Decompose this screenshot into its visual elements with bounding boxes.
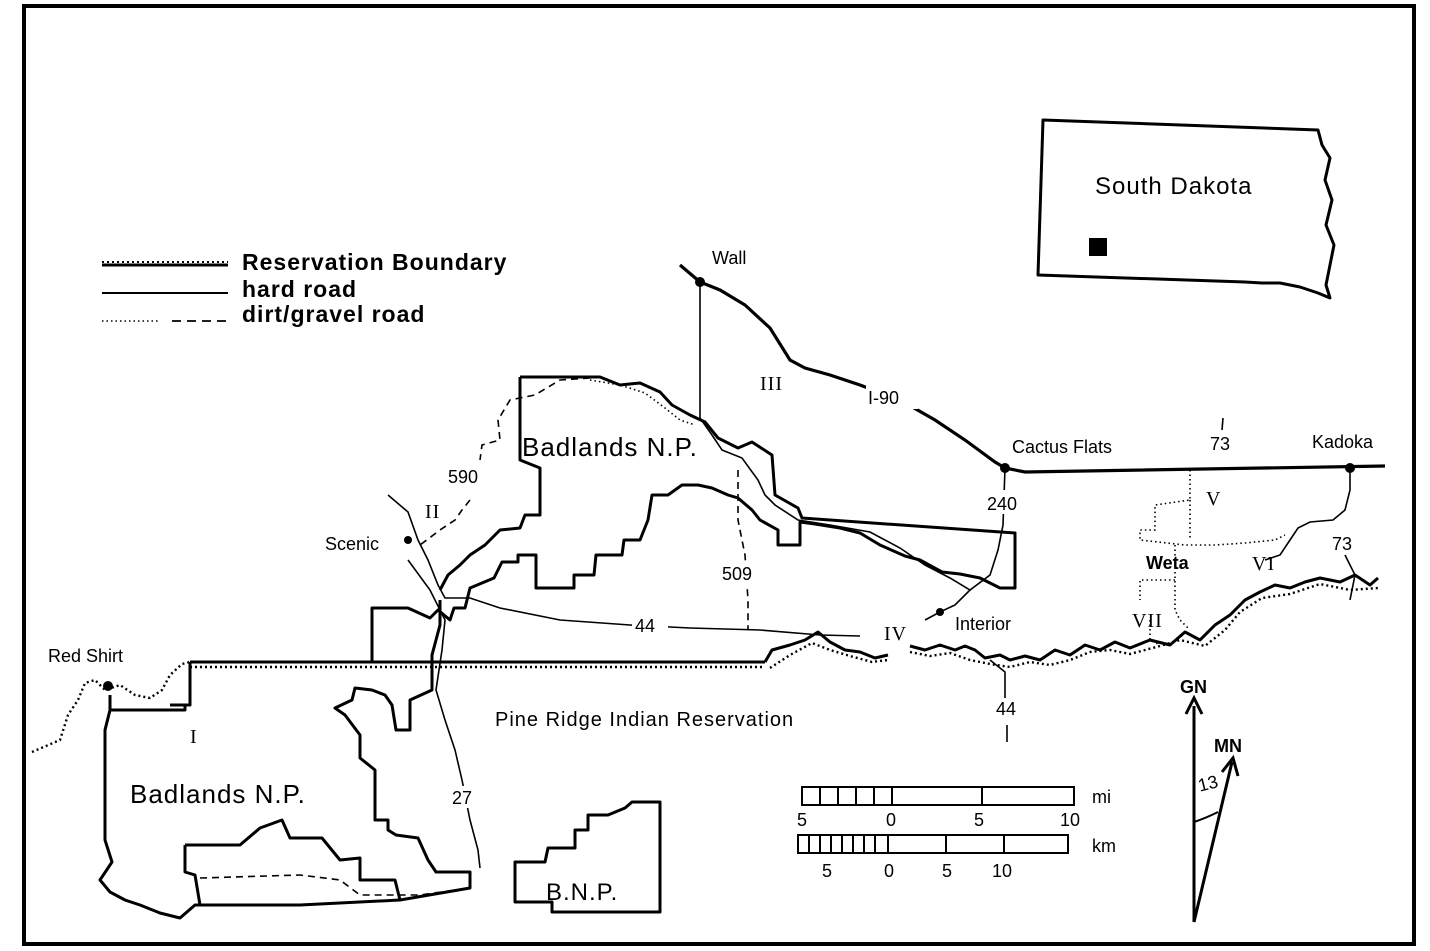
wall-dot — [695, 277, 705, 287]
legend-dirt-road-label: dirt/gravel road — [242, 301, 425, 327]
badlands-south-label: Badlands N.P. — [130, 779, 306, 809]
badlands-north-label: Badlands N.P. — [522, 432, 698, 462]
badlands-south-unit — [108, 695, 187, 712]
road-509-label: 509 — [722, 564, 752, 584]
kadoka-dot — [1345, 463, 1355, 473]
town-interior-label: Interior — [955, 614, 1011, 634]
town-wall-label: Wall — [712, 248, 746, 268]
site-iii-label: III — [760, 373, 783, 395]
legend: Reservation Boundary hard road dirt/grav… — [102, 249, 507, 327]
road-73-north-label: 73 — [1210, 434, 1230, 454]
red-shirt-dot — [103, 681, 113, 691]
road-44-west-label: 44 — [635, 616, 655, 636]
scale-km-unit: km — [1092, 836, 1116, 856]
site-iv-label: IV — [884, 623, 907, 645]
scale-mi-tick-1: 0 — [886, 810, 896, 830]
inset-state-label: South Dakota — [1095, 173, 1252, 200]
scale-mi-tick-0: 5 — [797, 810, 807, 830]
scale-km-tick-2: 5 — [942, 861, 952, 881]
bnp-small-label: B.N.P. — [546, 879, 618, 906]
route-27 — [407, 559, 481, 869]
north-arrow: GN MN 13 — [1180, 677, 1242, 923]
scale-km-tick-3: 10 — [992, 861, 1012, 881]
south-dakota-outline — [1036, 118, 1336, 300]
road-590-label: 590 — [448, 467, 478, 487]
site-v-label: V — [1206, 488, 1221, 510]
scale-mi-tick-3: 10 — [1060, 810, 1080, 830]
grid-north-arrowhead — [1184, 694, 1204, 715]
badlands-north-unit — [370, 375, 1017, 662]
town-kadoka-label: Kadoka — [1312, 432, 1374, 452]
site-vii-label: VII — [1132, 610, 1163, 632]
legend-hard-road-label: hard road — [242, 276, 357, 302]
road-27-label: 27 — [452, 788, 472, 808]
roads — [387, 263, 1386, 869]
town-scenic-label: Scenic — [325, 534, 379, 554]
road-44-south-label: 44 — [996, 699, 1016, 719]
road-i90-label: I-90 — [868, 388, 899, 408]
interior-dot — [936, 608, 944, 616]
site-labels: I II III IV V VI VII — [190, 373, 1275, 748]
cactus-flats-dot — [1000, 463, 1010, 473]
magnetic-north-arrowhead — [1220, 754, 1240, 777]
scale-km-tick-1: 0 — [884, 861, 894, 881]
site-i-label: I — [190, 726, 198, 748]
study-area-marker — [1089, 238, 1107, 256]
grid-north-label: GN — [1180, 677, 1207, 697]
town-red-shirt-label: Red Shirt — [48, 646, 123, 666]
site-vi-label: VI — [1252, 553, 1275, 575]
interstate-90 — [678, 263, 1386, 474]
pine-ridge-label: Pine Ridge Indian Reservation — [495, 709, 794, 731]
scale-mi-tick-2: 5 — [974, 810, 984, 830]
scale-bar: mi 5 0 5 10 km 5 0 5 10 — [797, 786, 1116, 881]
site-ii-label: II — [425, 501, 440, 523]
scale-mi-unit: mi — [1092, 787, 1111, 807]
legend-boundary-label: Reservation Boundary — [242, 249, 507, 275]
road-73-south-label: 73 — [1332, 534, 1352, 554]
town-cactus-flats-label: Cactus Flats — [1012, 437, 1112, 457]
road-240-label: 240 — [987, 494, 1017, 514]
bnp-small-unit — [513, 800, 662, 914]
scenic-dot — [404, 536, 412, 544]
declination-label: 13 — [1196, 771, 1220, 795]
map-frame — [22, 4, 1416, 946]
road-labels: I-90 73 73 240 590 509 44 44 27 — [446, 385, 1360, 808]
magnetic-north-label: MN — [1214, 736, 1242, 756]
town-weta-label: Weta — [1146, 553, 1190, 573]
scale-km-tick-0: 5 — [822, 861, 832, 881]
south-dakota-inset: South Dakota — [1036, 118, 1336, 300]
